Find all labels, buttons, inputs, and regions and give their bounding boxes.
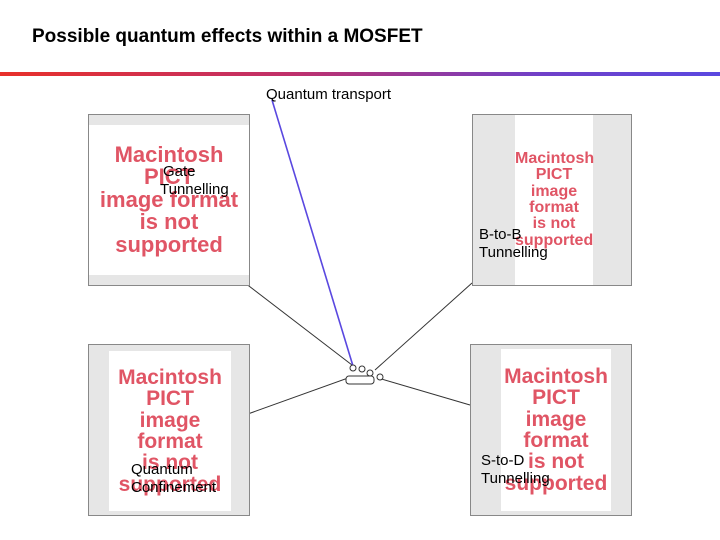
slide-title: Possible quantum effects within a MOSFET bbox=[32, 26, 423, 47]
network-hub-icon bbox=[345, 364, 384, 385]
connector-gate bbox=[244, 282, 353, 366]
label-btob-tunnelling: B-to-B Tunnelling bbox=[479, 226, 548, 261]
panel-gate-tunnelling: Macintosh PICT image format is not suppo… bbox=[88, 114, 250, 286]
label-quantum-confinement: Quantum Confinement bbox=[131, 461, 217, 496]
pict-placeholder: Macintosh PICT image format is not suppo… bbox=[501, 349, 611, 511]
label-stod-tunnelling: S-to-D Tunnelling bbox=[481, 452, 550, 487]
connector-transport bbox=[271, 99, 354, 367]
title-divider bbox=[0, 72, 720, 76]
connector-stod bbox=[377, 377, 471, 406]
label-gate-tunnelling: Gate Tunnelling bbox=[160, 163, 229, 198]
pict-placeholder: Macintosh PICT image format is not suppo… bbox=[89, 125, 249, 275]
pict-placeholder: Macintosh PICT image format is not suppo… bbox=[515, 115, 594, 285]
connector-confinement bbox=[244, 377, 349, 416]
panel-quantum-confinement: Macintosh PICT image format is not suppo… bbox=[88, 344, 250, 516]
panel-stod-tunnelling: Macintosh PICT image format is not suppo… bbox=[470, 344, 632, 516]
panel-btob-tunnelling: Macintosh PICT image format is not suppo… bbox=[472, 114, 632, 286]
connector-btob bbox=[374, 282, 473, 371]
pict-placeholder: Macintosh PICT image format is not suppo… bbox=[109, 351, 231, 511]
label-quantum-transport: Quantum transport bbox=[266, 86, 392, 103]
